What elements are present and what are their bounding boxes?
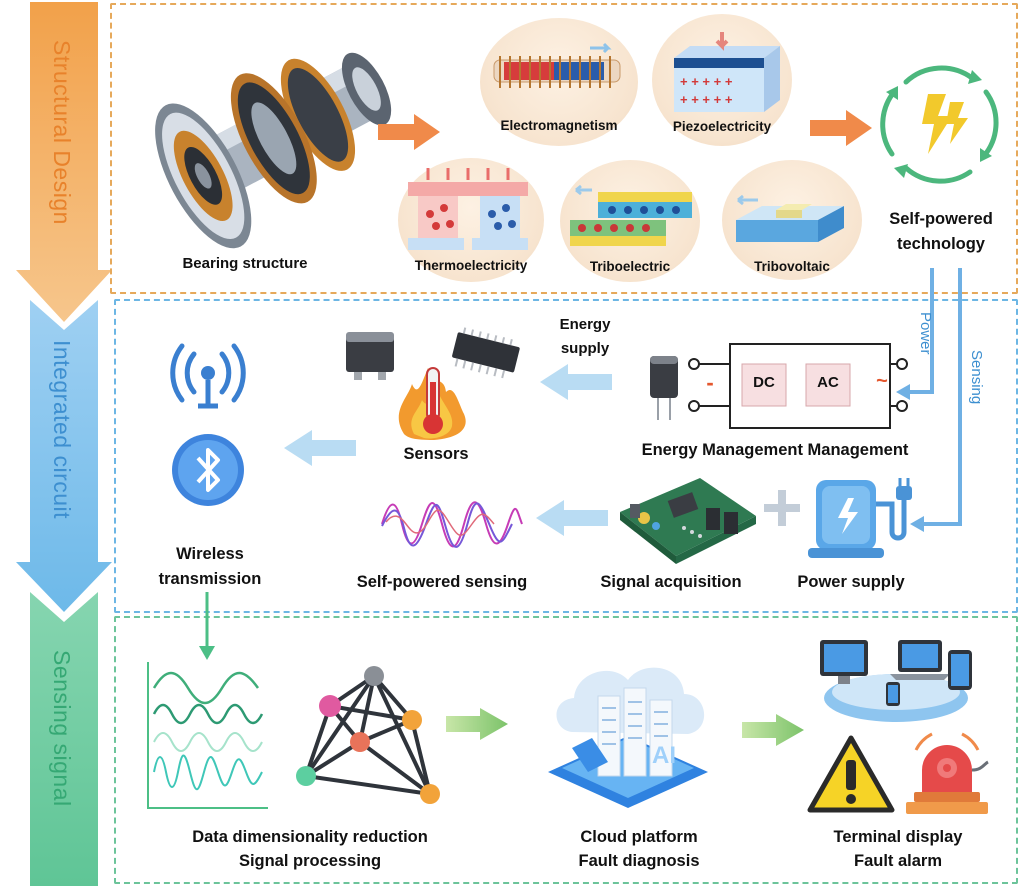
svg-text:+ + + + +: + + + + +	[680, 74, 733, 89]
structural-panel	[110, 3, 1018, 294]
arrow-wireless-to-signal	[199, 592, 215, 660]
plus-icon	[764, 490, 800, 526]
capacitor-icon	[650, 356, 678, 420]
label-power-supply: Power supply	[797, 573, 905, 591]
side-label-integrated: Integrated circuit	[49, 340, 75, 520]
circuit-board-icon	[620, 478, 756, 564]
label-signal-acquisition: Signal acquisition	[600, 573, 742, 591]
label-tribovoltaic: Tribovoltaic	[754, 259, 830, 274]
arrow-bearing-to-mechanisms	[378, 114, 440, 150]
power-sensing-arrows	[896, 268, 962, 532]
label-cloud-1: Cloud platform	[580, 828, 698, 846]
arrow-cloud-to-terminal	[742, 714, 804, 746]
signal-panel	[114, 616, 1018, 884]
tribovoltaic-icon	[736, 194, 844, 242]
arrow-acquisition-to-sensing	[536, 500, 608, 536]
electromagnetism-icon	[493, 42, 621, 88]
label-thermoelectricity: Thermoelectricity	[414, 258, 528, 273]
label-energy-supply-2: supply	[560, 340, 610, 357]
left-flow-arrow	[16, 2, 112, 886]
label-energy-management: Energy Management Management	[641, 441, 909, 459]
cloud-ai-text: AI	[652, 742, 676, 769]
thermometer-fire-icon	[398, 367, 466, 440]
label-electromagnetism: Electromagnetism	[500, 118, 618, 133]
circuit-panel	[114, 299, 1018, 613]
label-sensors: Sensors	[403, 445, 469, 463]
svg-text:+ + + + +: + + + + +	[680, 92, 733, 107]
tilde-label: ~	[876, 370, 888, 392]
sensing-arrow-label: Sensing	[968, 350, 985, 405]
label-bearing: Bearing structure	[182, 255, 308, 272]
cloud-server-icon	[548, 667, 708, 808]
thermoelectricity-icon	[408, 168, 528, 250]
label-data-2: Signal processing	[238, 852, 382, 870]
cpu-chip-icon	[346, 327, 520, 380]
warning-icon	[807, 735, 895, 813]
label-self-powered-1: Self-powered	[889, 210, 993, 228]
charging-station-icon	[808, 478, 912, 558]
label-self-powered-sensing: Self-powered sensing	[356, 573, 528, 591]
bluetooth-icon	[172, 434, 244, 506]
label-cloud-2: Fault diagnosis	[578, 852, 700, 870]
triboelectric-icon	[570, 184, 692, 246]
arrow-mechanisms-to-selfpowered	[810, 110, 872, 146]
piezoelectricity-icon: + + + + + + + + + +	[674, 32, 780, 112]
label-wireless-1: Wireless	[176, 545, 244, 563]
label-triboelectric: Triboelectric	[589, 259, 671, 274]
label-wireless-2: transmission	[158, 570, 262, 588]
side-label-structural: Structural Design	[49, 40, 75, 225]
signal-waves-icon	[147, 662, 268, 809]
bearing-icon	[155, 52, 392, 249]
label-terminal-1: Terminal display	[833, 828, 963, 846]
network-graph-icon	[296, 666, 440, 804]
label-terminal-2: Fault alarm	[853, 852, 943, 870]
devices-icon	[820, 640, 972, 722]
label-data-1: Data dimensionality reduction	[192, 828, 428, 846]
side-label-sensing: Sensing signal	[49, 650, 75, 807]
ac-label: AC	[817, 374, 839, 391]
label-piezoelectricity: Piezoelectricity	[672, 119, 772, 134]
arrow-data-to-cloud	[446, 708, 508, 740]
lightning-cycle-icon	[880, 65, 999, 184]
dc-label: DC	[753, 374, 775, 391]
alarm-bell-icon	[906, 732, 989, 814]
arrow-energy-to-sensors	[540, 364, 612, 400]
energy-management-box	[688, 343, 908, 429]
power-arrow-label: Power	[917, 312, 934, 355]
minus-label: -	[706, 370, 714, 395]
label-energy-supply-1: Energy	[559, 316, 611, 333]
wifi-icon	[170, 343, 246, 409]
label-self-powered-2: technology	[896, 235, 985, 253]
arrow-sensors-to-wireless	[284, 430, 356, 466]
waveform-icon	[381, 501, 523, 548]
